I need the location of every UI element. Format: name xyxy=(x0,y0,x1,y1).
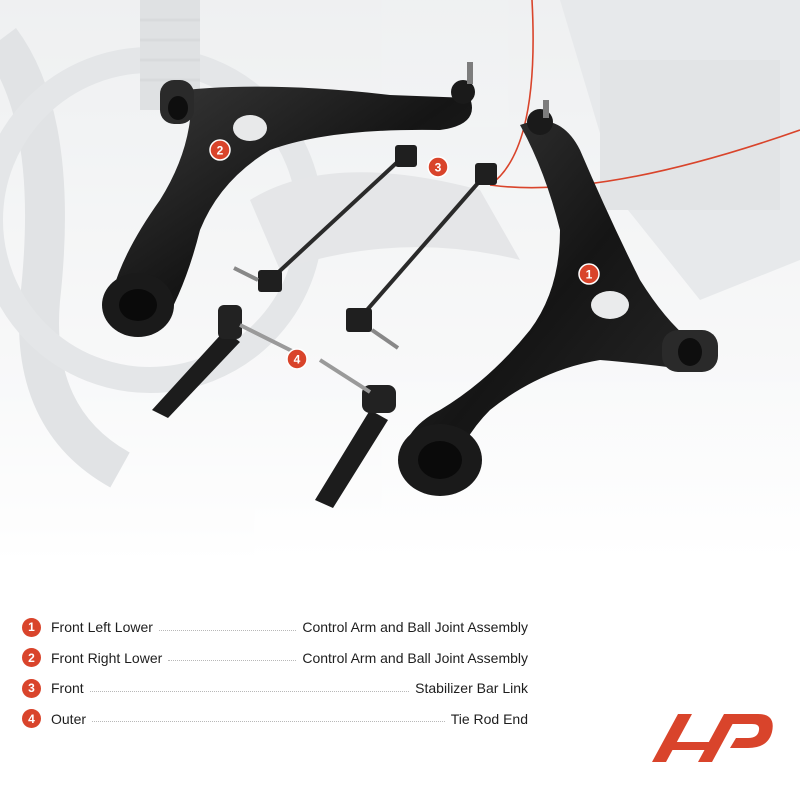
background-chassis xyxy=(0,0,800,560)
callout-3-number: 3 xyxy=(435,161,442,175)
legend-badge-1: 1 xyxy=(22,617,41,637)
leader-dots xyxy=(92,721,445,723)
legend-position-1: Front Left Lower xyxy=(51,619,153,636)
brand-logo-icon xyxy=(652,714,773,762)
stabilizer-bar-links xyxy=(233,145,497,350)
callout-4-number: 4 xyxy=(294,353,301,367)
callout-3: 3 xyxy=(427,156,449,178)
callout-2-number: 2 xyxy=(217,144,224,158)
product-photo: 1 2 3 4 xyxy=(0,0,800,560)
leader-dots xyxy=(89,690,410,692)
legend-part-3: Stabilizer Bar Link xyxy=(415,680,528,697)
control-arm-right-lower xyxy=(102,62,475,337)
legend-badge-4: 4 xyxy=(22,709,41,729)
leader-dots xyxy=(158,629,297,631)
callout-4: 4 xyxy=(286,348,308,370)
legend-row-4: 4 Outer Tie Rod End xyxy=(22,704,528,735)
callout-1-number: 1 xyxy=(586,268,593,282)
legend-position-2: Front Right Lower xyxy=(51,649,163,666)
leader-dots xyxy=(168,660,297,662)
legend-part-2: Control Arm and Ball Joint Assembly xyxy=(302,649,528,666)
callout-1: 1 xyxy=(578,263,600,285)
legend-row-2: 2 Front Right Lower Control Arm and Ball… xyxy=(22,643,528,674)
control-arm-left-lower xyxy=(398,100,718,496)
parts-legend: 1 Front Left Lower Control Arm and Ball … xyxy=(22,612,528,734)
tie-rod-ends xyxy=(152,305,396,508)
legend-position-3: Front xyxy=(51,680,84,697)
callout-2: 2 xyxy=(209,139,231,161)
legend-part-1: Control Arm and Ball Joint Assembly xyxy=(302,619,528,636)
accent-arc xyxy=(489,0,800,189)
legend-badge-3: 3 xyxy=(22,678,41,698)
legend-row-3: 3 Front Stabilizer Bar Link xyxy=(22,673,528,704)
legend-badge-2: 2 xyxy=(22,648,41,668)
legend-position-4: Outer xyxy=(51,710,87,727)
legend-part-4: Tie Rod End xyxy=(450,710,528,727)
legend-row-1: 1 Front Left Lower Control Arm and Ball … xyxy=(22,612,528,643)
